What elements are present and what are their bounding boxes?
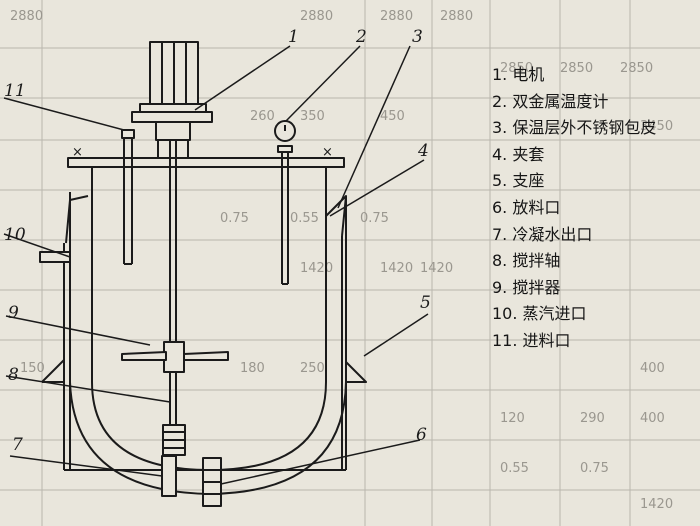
legend-item-jacket: 4. 夹套 bbox=[492, 144, 545, 164]
legend-item-insulation-shell: 3. 保温层外不锈钢包皮 bbox=[492, 118, 657, 138]
callout-7: 7 bbox=[12, 435, 23, 455]
background-value: 400 bbox=[640, 361, 665, 376]
legend-item-shaft: 8. 搅拌轴 bbox=[492, 251, 561, 271]
background-value: 290 bbox=[580, 411, 605, 426]
legend-item-steam-inlet: 10. 蒸汽进口 bbox=[492, 304, 587, 324]
svg-text:×: × bbox=[72, 145, 83, 160]
background-value: 2850 bbox=[560, 61, 593, 76]
background-value: 2880 bbox=[300, 9, 333, 24]
legend-item-thermometer: 2. 双金属温度计 bbox=[492, 91, 609, 111]
callout-4: 4 bbox=[417, 141, 429, 161]
background-value: 2880 bbox=[380, 9, 413, 24]
callout-11: 11 bbox=[4, 81, 26, 101]
support-icon bbox=[41, 359, 367, 383]
callout-5: 5 bbox=[420, 293, 431, 313]
discharge-outlet-icon bbox=[202, 457, 222, 507]
background-value: 120 bbox=[500, 411, 525, 426]
callout-10: 10 bbox=[4, 225, 26, 245]
background-value: 400 bbox=[640, 411, 665, 426]
background-value: 0.75 bbox=[220, 211, 249, 226]
shaft-icon bbox=[169, 140, 177, 440]
callouts: 1 2 3 4 5 6 7 8 9 10 11 bbox=[4, 27, 431, 455]
background-value: 3450 bbox=[640, 119, 673, 134]
background-value: 180 bbox=[240, 361, 265, 376]
callout-3: 3 bbox=[412, 27, 423, 47]
background-value: 250 bbox=[300, 361, 325, 376]
background-value: 350 bbox=[300, 109, 325, 124]
callout-8: 8 bbox=[8, 365, 19, 385]
background-value: 1420 bbox=[300, 261, 333, 276]
agitator-icon bbox=[121, 341, 229, 373]
background-value: 1420 bbox=[380, 261, 413, 276]
feed-inlet-icon bbox=[121, 129, 135, 265]
legend-item-discharge: 6. 放料口 bbox=[492, 197, 561, 217]
condensate-outlet-icon bbox=[161, 455, 177, 497]
legend-item-support: 5. 支座 bbox=[492, 171, 545, 191]
leader-lines bbox=[3, 45, 429, 485]
callout-6: 6 bbox=[416, 425, 427, 445]
parts-legend: 1. 电机 2. 双金属温度计 3. 保温层外不锈钢包皮 4. 夹套 5. 支座… bbox=[492, 62, 700, 355]
background-value: 450 bbox=[380, 109, 405, 124]
background-value: 2880 bbox=[440, 9, 473, 24]
motor-icon bbox=[131, 41, 213, 158]
callout-9: 9 bbox=[8, 303, 19, 323]
legend-item-feed-inlet: 11. 进料口 bbox=[492, 330, 571, 350]
legend-item-motor: 1. 电机 bbox=[492, 65, 545, 84]
background-value: 2850 bbox=[500, 61, 533, 76]
background-value: 260 bbox=[250, 109, 275, 124]
steam-inlet-icon bbox=[39, 251, 71, 263]
background-value: 150 bbox=[20, 361, 45, 376]
background-value: 1420 bbox=[420, 261, 453, 276]
background-value: 2850 bbox=[620, 61, 653, 76]
callout-1: 1 bbox=[288, 27, 299, 47]
background-value: 1420 bbox=[640, 497, 673, 512]
background-value: 0.75 bbox=[360, 211, 389, 226]
background-value: 0.55 bbox=[500, 461, 529, 476]
svg-text:×: × bbox=[322, 145, 333, 160]
background-value: 0.75 bbox=[580, 461, 609, 476]
thermometer-icon bbox=[274, 120, 296, 285]
legend-item-condensate-outlet: 7. 冷凝水出口 bbox=[492, 224, 593, 244]
legend-item-agitator: 9. 搅拌器 bbox=[492, 277, 561, 297]
callout-2: 2 bbox=[355, 27, 367, 47]
background-value: 0.55 bbox=[290, 211, 319, 226]
background-value: 2880 bbox=[10, 9, 43, 24]
